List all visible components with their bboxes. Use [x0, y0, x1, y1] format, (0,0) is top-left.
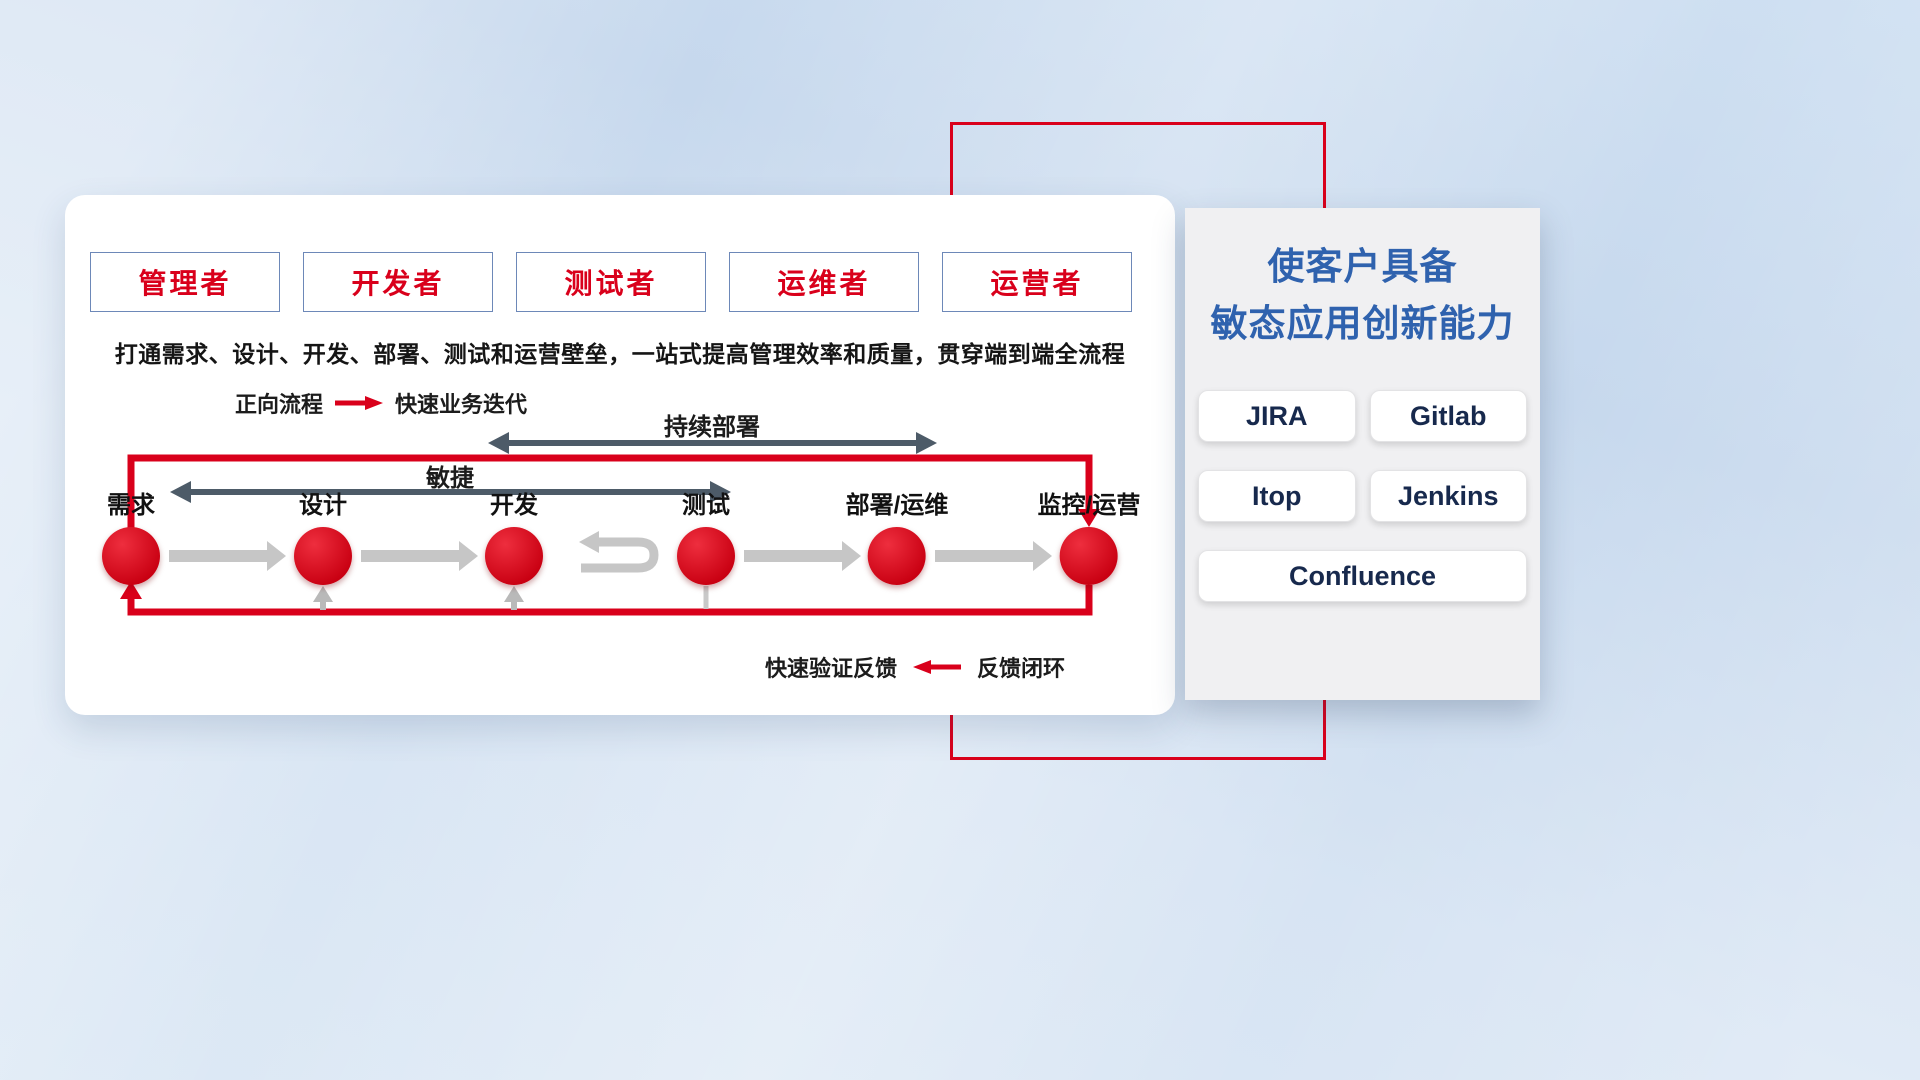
forward-legend: 正向流程 快速业务迭代 [235, 387, 527, 419]
panel-title-line2: 敏态应用创新能力 [1210, 303, 1515, 344]
tool-gitlab: Gitlab [1369, 390, 1527, 442]
tools-grid: JIRA Gitlab Itop Jenkins Confluence [1198, 390, 1527, 602]
role-box-operator: 运营者 [942, 252, 1132, 312]
iterate-loop-icon [579, 531, 659, 573]
role-box-manager: 管理者 [90, 252, 280, 312]
feedback-connectors [313, 586, 709, 610]
panel-title-line1: 使客户具备 [1267, 246, 1458, 287]
devops-flow-card: 管理者 开发者 测试者 运维者 运营者 打通需求、设计、开发、部署、测试和运营壁… [65, 195, 1175, 715]
stage-circle [485, 527, 543, 585]
tool-jenkins: Jenkins [1369, 470, 1527, 522]
stage-label: 开发 [490, 492, 538, 519]
stage-circle [102, 527, 160, 585]
stage-deploy-ops: 部署/运维 [845, 491, 949, 585]
tool-itop: Itop [1198, 470, 1356, 522]
red-feedback-loop [120, 581, 1093, 616]
stage-development: 开发 [485, 491, 543, 585]
forward-arrow-icon [335, 396, 384, 410]
stage-circle [294, 527, 352, 585]
stage-circle [677, 527, 735, 585]
tool-jira: JIRA [1198, 390, 1356, 442]
panel-title: 使客户具备 敏态应用创新能力 [1185, 208, 1540, 352]
forward-legend-desc: 快速业务迭代 [395, 392, 528, 417]
feedback-legend-label: 快速验证反馈 [765, 656, 898, 681]
agile-label: 敏捷 [426, 465, 474, 492]
feedback-arrow-icon [913, 660, 962, 674]
stage-testing: 测试 [677, 491, 735, 585]
agile-arrow [170, 481, 731, 503]
role-box-developer: 开发者 [303, 252, 493, 312]
stage-label: 监控/运营 [1037, 492, 1141, 519]
stage-label: 需求 [107, 492, 155, 519]
feedback-legend: 快速验证反馈 反馈闭环 [765, 651, 1065, 683]
tool-confluence: Confluence [1198, 550, 1527, 602]
feedback-legend-desc: 反馈闭环 [977, 656, 1066, 681]
continuous-deploy-arrow [488, 432, 937, 454]
stage-requirements: 需求 [102, 491, 160, 585]
flow-arrows-layer [120, 432, 1100, 616]
card-subtitle: 打通需求、设计、开发、部署、测试和运营壁垒，一站式提高管理效率和质量，贯穿端到端… [114, 341, 1126, 367]
roles-row: 管理者 开发者 测试者 运维者 运营者 [90, 252, 1132, 312]
red-forward-loop [127, 454, 1100, 529]
continuous-deploy-label: 持续部署 [664, 414, 760, 441]
stage-design: 设计 [294, 491, 352, 585]
forward-legend-label: 正向流程 [235, 392, 324, 417]
stage-flow-arrows [169, 541, 1052, 571]
stage-label: 设计 [299, 492, 347, 519]
role-box-tester: 测试者 [516, 252, 706, 312]
stage-circle [867, 527, 926, 585]
stage-label: 部署/运维 [845, 492, 949, 519]
stage-circle [1059, 527, 1118, 585]
stage-label: 测试 [682, 492, 730, 519]
stage-monitor-ops: 监控/运营 [1037, 491, 1141, 585]
role-box-ops: 运维者 [729, 252, 919, 312]
capability-panel: 使客户具备 敏态应用创新能力 JIRA Gitlab Itop Jenkins … [1185, 208, 1540, 700]
